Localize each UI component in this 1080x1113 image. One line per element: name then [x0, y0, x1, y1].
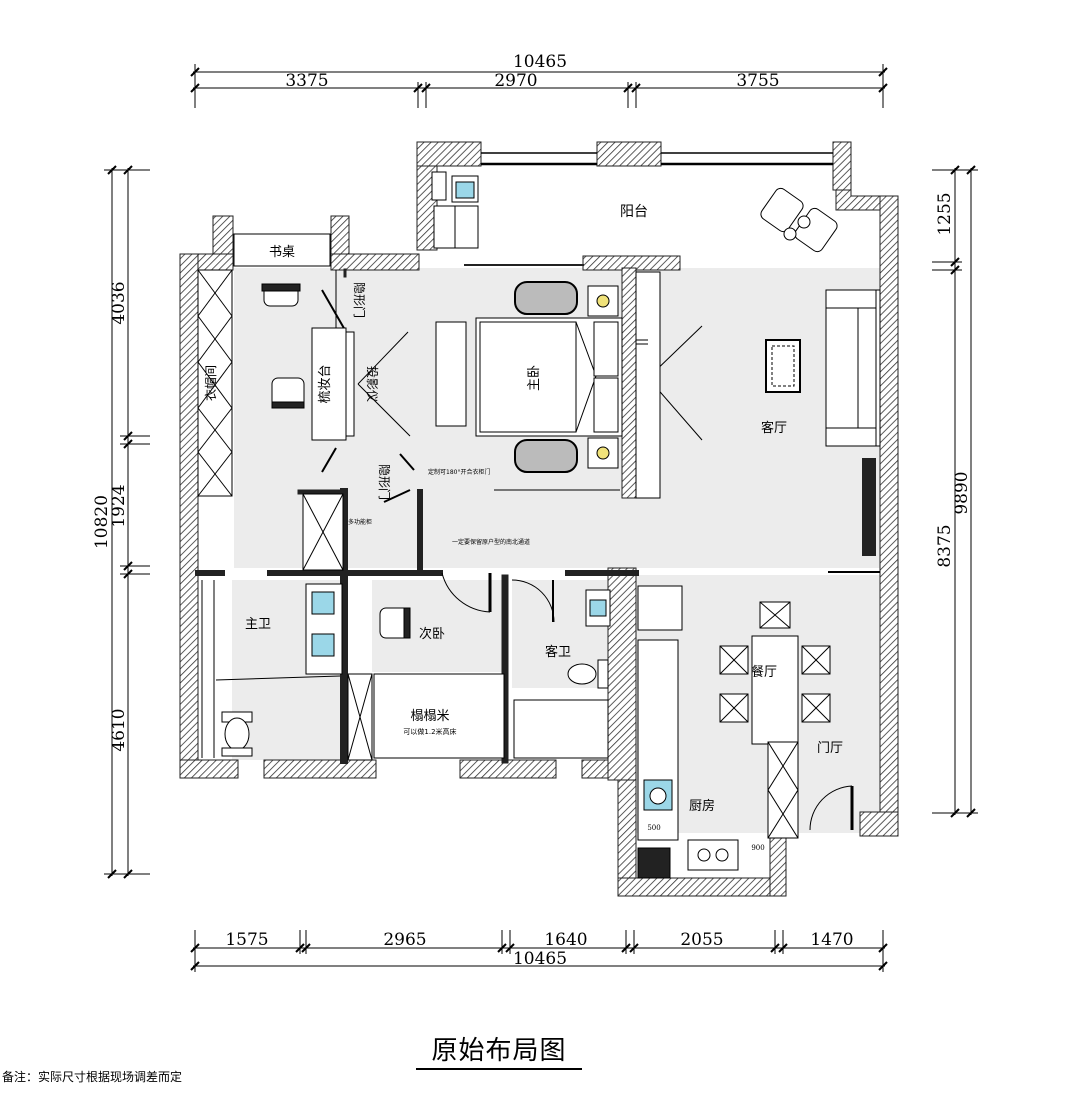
footer-note: 备注：实际尺寸根据现场调差而定	[2, 1070, 183, 1084]
dim-bottom-total: 10465	[513, 949, 567, 969]
vanity-mirror	[345, 331, 355, 437]
dim-right-middle: 8375	[935, 524, 955, 567]
dimension-lines	[104, 64, 978, 972]
dim-bottom-seg-5: 1470	[810, 930, 853, 950]
laundry-fixtures	[431, 171, 479, 249]
dim-bottom-seg-2: 2965	[383, 930, 426, 950]
tv-unit	[862, 458, 876, 556]
dim-top-seg-3: 3755	[736, 71, 779, 91]
doors	[321, 270, 880, 831]
dim-left-seg-1: 4036	[109, 281, 129, 324]
tatami-label: 榻榻米	[410, 709, 449, 724]
dim-top-seg-1: 3375	[285, 71, 328, 91]
entry-label: 门厅	[817, 741, 843, 756]
multi-cabinet-lower	[347, 673, 373, 761]
dim-bottom-seg-3: 1640	[544, 930, 587, 950]
dim-top-total: 10465	[513, 52, 567, 72]
kitchen-label: 厨房	[689, 798, 715, 814]
office-chair-icon	[261, 283, 411, 639]
sofa-icon	[825, 289, 881, 447]
tatami-note: 可以做1.2米高床	[403, 727, 456, 736]
wall-note: 一定要保留原户型的南北通道	[452, 538, 530, 546]
guest-bath-fixtures	[513, 589, 611, 759]
master-bedroom-label: 主卧	[527, 365, 542, 391]
dimension-ticks	[107, 67, 976, 971]
title-underline	[416, 1068, 582, 1070]
master-bath-label: 主卫	[245, 617, 271, 632]
master-bath-sinks	[305, 583, 343, 675]
projector-label: 投影仪	[365, 366, 380, 402]
second-bedroom-label: 次卧	[419, 626, 445, 642]
bed-icon	[435, 281, 623, 473]
dim-top-seg-2: 2970	[494, 71, 537, 91]
dim-left-total: 10820	[92, 495, 112, 549]
vanity-label: 梳妆台	[318, 364, 333, 403]
hidden-door-label-2: 隐形门	[377, 464, 392, 500]
interior-partitions	[195, 264, 639, 764]
kitchen-dim-900: 900	[751, 844, 764, 852]
storage-cabinet	[302, 493, 344, 571]
balcony-label: 阳台	[620, 204, 648, 220]
tatami-platform	[373, 673, 505, 759]
dining-room-label: 餐厅	[751, 664, 777, 680]
walls	[179, 141, 899, 897]
storage-note: 多功能柜	[348, 518, 372, 526]
living-wall-cabinet	[635, 271, 661, 499]
entry-cabinet	[767, 741, 799, 839]
dining-table-icon	[719, 601, 831, 745]
dim-right-total: 9890	[952, 471, 972, 514]
toilet-icon	[221, 711, 253, 757]
hidden-door-label-1: 隐形门	[352, 282, 367, 318]
desk-label: 书桌	[269, 245, 295, 260]
balcony-chairs-icon	[760, 187, 838, 253]
living-room-label: 客厅	[761, 420, 787, 436]
dim-left-seg-3: 4610	[109, 708, 129, 751]
balcony-window	[481, 152, 833, 166]
dim-bottom-seg-1: 1575	[225, 930, 268, 950]
dim-right-upper: 1255	[935, 192, 955, 235]
coffee-table-icon	[765, 339, 801, 393]
guest-bath-label: 客卫	[545, 644, 571, 660]
kitchen-counter	[637, 585, 739, 879]
wardrobe-label: 衣帽间	[203, 365, 218, 401]
wardrobe-unit	[197, 269, 233, 497]
desk-table	[233, 233, 331, 267]
vanity-table	[311, 327, 347, 441]
dim-bottom-seg-4: 2055	[680, 930, 723, 950]
page-title: 原始布局图	[431, 1036, 567, 1066]
door-note: 定制可180°开合衣柜门	[428, 468, 490, 476]
kitchen-dim-500: 500	[647, 824, 660, 832]
dim-left-seg-2: 1924	[109, 484, 129, 527]
